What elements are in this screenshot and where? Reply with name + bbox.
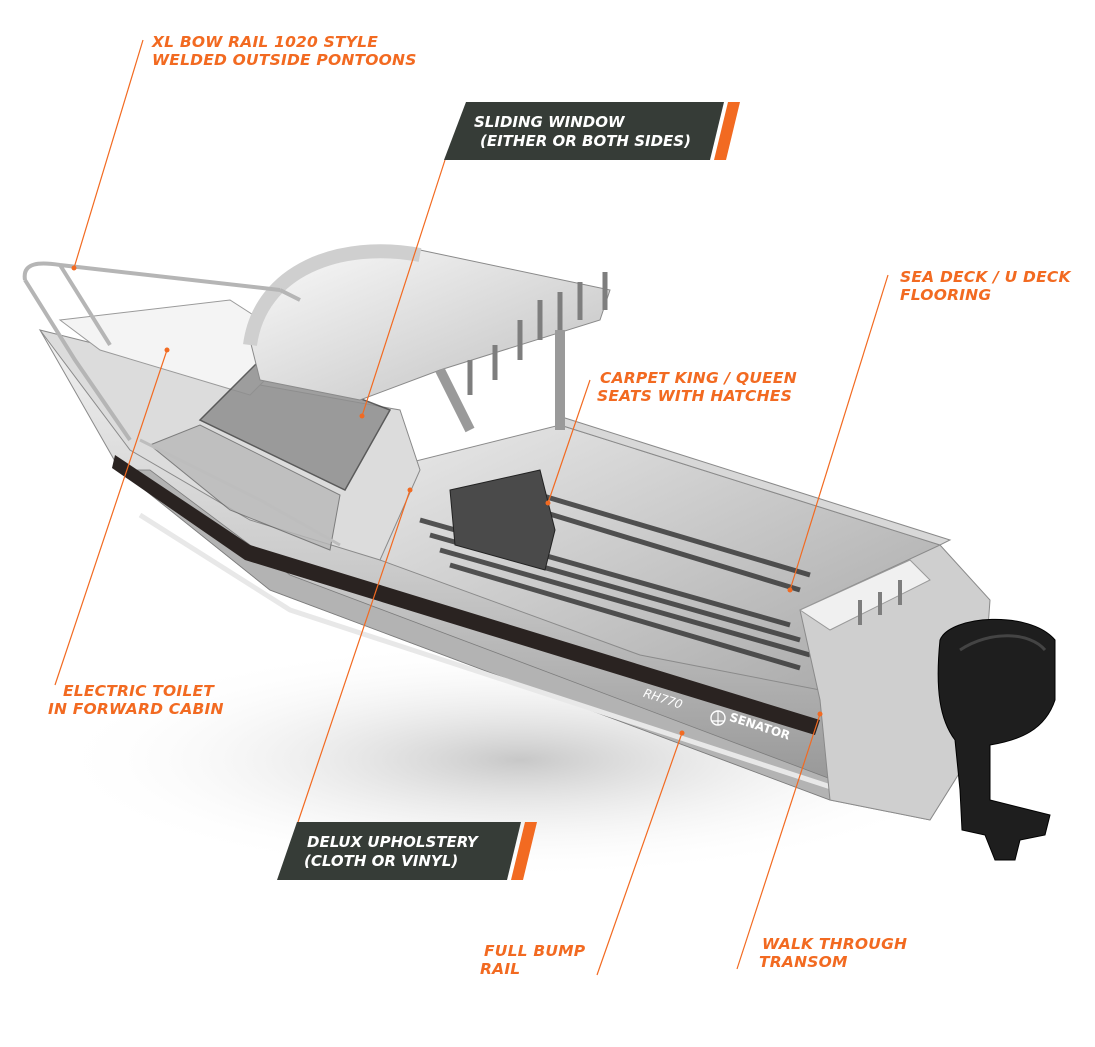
dot-upholstery [407, 487, 413, 493]
leader-bow-rail [73, 39, 144, 269]
leader-walk-through [736, 713, 821, 970]
badge-bg-upholstery [277, 822, 537, 880]
callout-carpet-seats-line1: CARPET KING / QUEEN [600, 369, 797, 387]
leader-upholstery [297, 489, 411, 823]
callout-bow-rail-line1: XL BOW RAIL 1020 STYLE [152, 33, 379, 51]
leader-carpet-seats [547, 379, 591, 504]
transom-rod-holders [858, 580, 902, 625]
arch-legs [435, 330, 565, 433]
rod-holders [467, 272, 608, 395]
bow-rail [22, 261, 301, 442]
callout-sliding-window-line2: (EITHER OR BOTH SIDES) [480, 132, 691, 150]
dot-bow-rail [71, 265, 77, 271]
callout-sea-deck-line2: FLOORING [900, 286, 992, 304]
upholstery-text: DELUX UPHOLSTERY (CLOTH OR VINYL) [304, 833, 478, 871]
callout-electric-toilet-line2: IN FORWARD CABIN [48, 700, 224, 718]
leader-sea-deck [789, 274, 889, 591]
callout-bow-rail: XL BOW RAIL 1020 STYLE WELDED OUTSIDE PO… [152, 33, 417, 69]
dot-sea-deck [787, 587, 793, 593]
dot-walk-through [817, 711, 823, 717]
callout-bump-rail: FULL BUMP RAIL [480, 942, 586, 978]
roof-arch [243, 244, 422, 347]
callout-electric-toilet-line1: ELECTRIC TOILET [63, 682, 215, 700]
callout-upholstery-line1: DELUX UPHOLSTERY [307, 833, 478, 851]
dot-sliding-window [359, 413, 365, 419]
leader-electric-toilet [54, 349, 168, 686]
callout-bump-rail-line1: FULL BUMP [484, 942, 586, 960]
callout-upholstery: DELUX UPHOLSTERY (CLOTH OR VINYL) [277, 822, 537, 880]
callout-carpet-seats-line2: SEATS WITH HATCHES [597, 387, 792, 405]
hull-stripe [112, 455, 820, 735]
senator-badge-mark [710, 710, 726, 726]
callout-sea-deck: SEA DECK / U DECK FLOORING [900, 268, 1071, 304]
stern-seat [798, 559, 931, 631]
callout-walk-through: WALK THROUGH TRANSOM [759, 935, 908, 971]
callout-sea-deck-line1: SEA DECK / U DECK [900, 268, 1071, 286]
dot-carpet-seats [545, 500, 551, 506]
leader-bump-rail [596, 732, 683, 976]
bump-rail-shape [138, 512, 841, 793]
dot-electric-toilet [164, 347, 170, 353]
callout-walk-through-line2: TRANSOM [759, 953, 848, 971]
badge-bg-sliding-window [444, 102, 740, 160]
motor-cowl-highlight [959, 634, 1047, 652]
dot-bump-rail [679, 730, 685, 736]
seat-box [449, 469, 556, 571]
callout-sliding-window: SLIDING WINDOW (EITHER OR BOTH SIDES) [444, 102, 740, 160]
callout-walk-through-line1: WALK THROUGH [762, 935, 908, 953]
callout-bow-rail-line2: WELDED OUTSIDE PONTOONS [152, 51, 417, 69]
callout-electric-toilet: ELECTRIC TOILET IN FORWARD CABIN [48, 682, 224, 718]
outboard-motor [937, 618, 1056, 861]
sliding-window-text: SLIDING WINDOW (EITHER OR BOTH SIDES) [474, 113, 691, 151]
side-rail [139, 438, 341, 547]
leader-sliding-window [361, 159, 446, 417]
callout-carpet-seats: CARPET KING / QUEEN SEATS WITH HATCHES [597, 369, 797, 405]
callout-sliding-window-line1: SLIDING WINDOW [474, 113, 625, 131]
callout-upholstery-line2: (CLOTH OR VINYL) [304, 852, 459, 870]
callout-bump-rail-line2: RAIL [480, 960, 521, 978]
